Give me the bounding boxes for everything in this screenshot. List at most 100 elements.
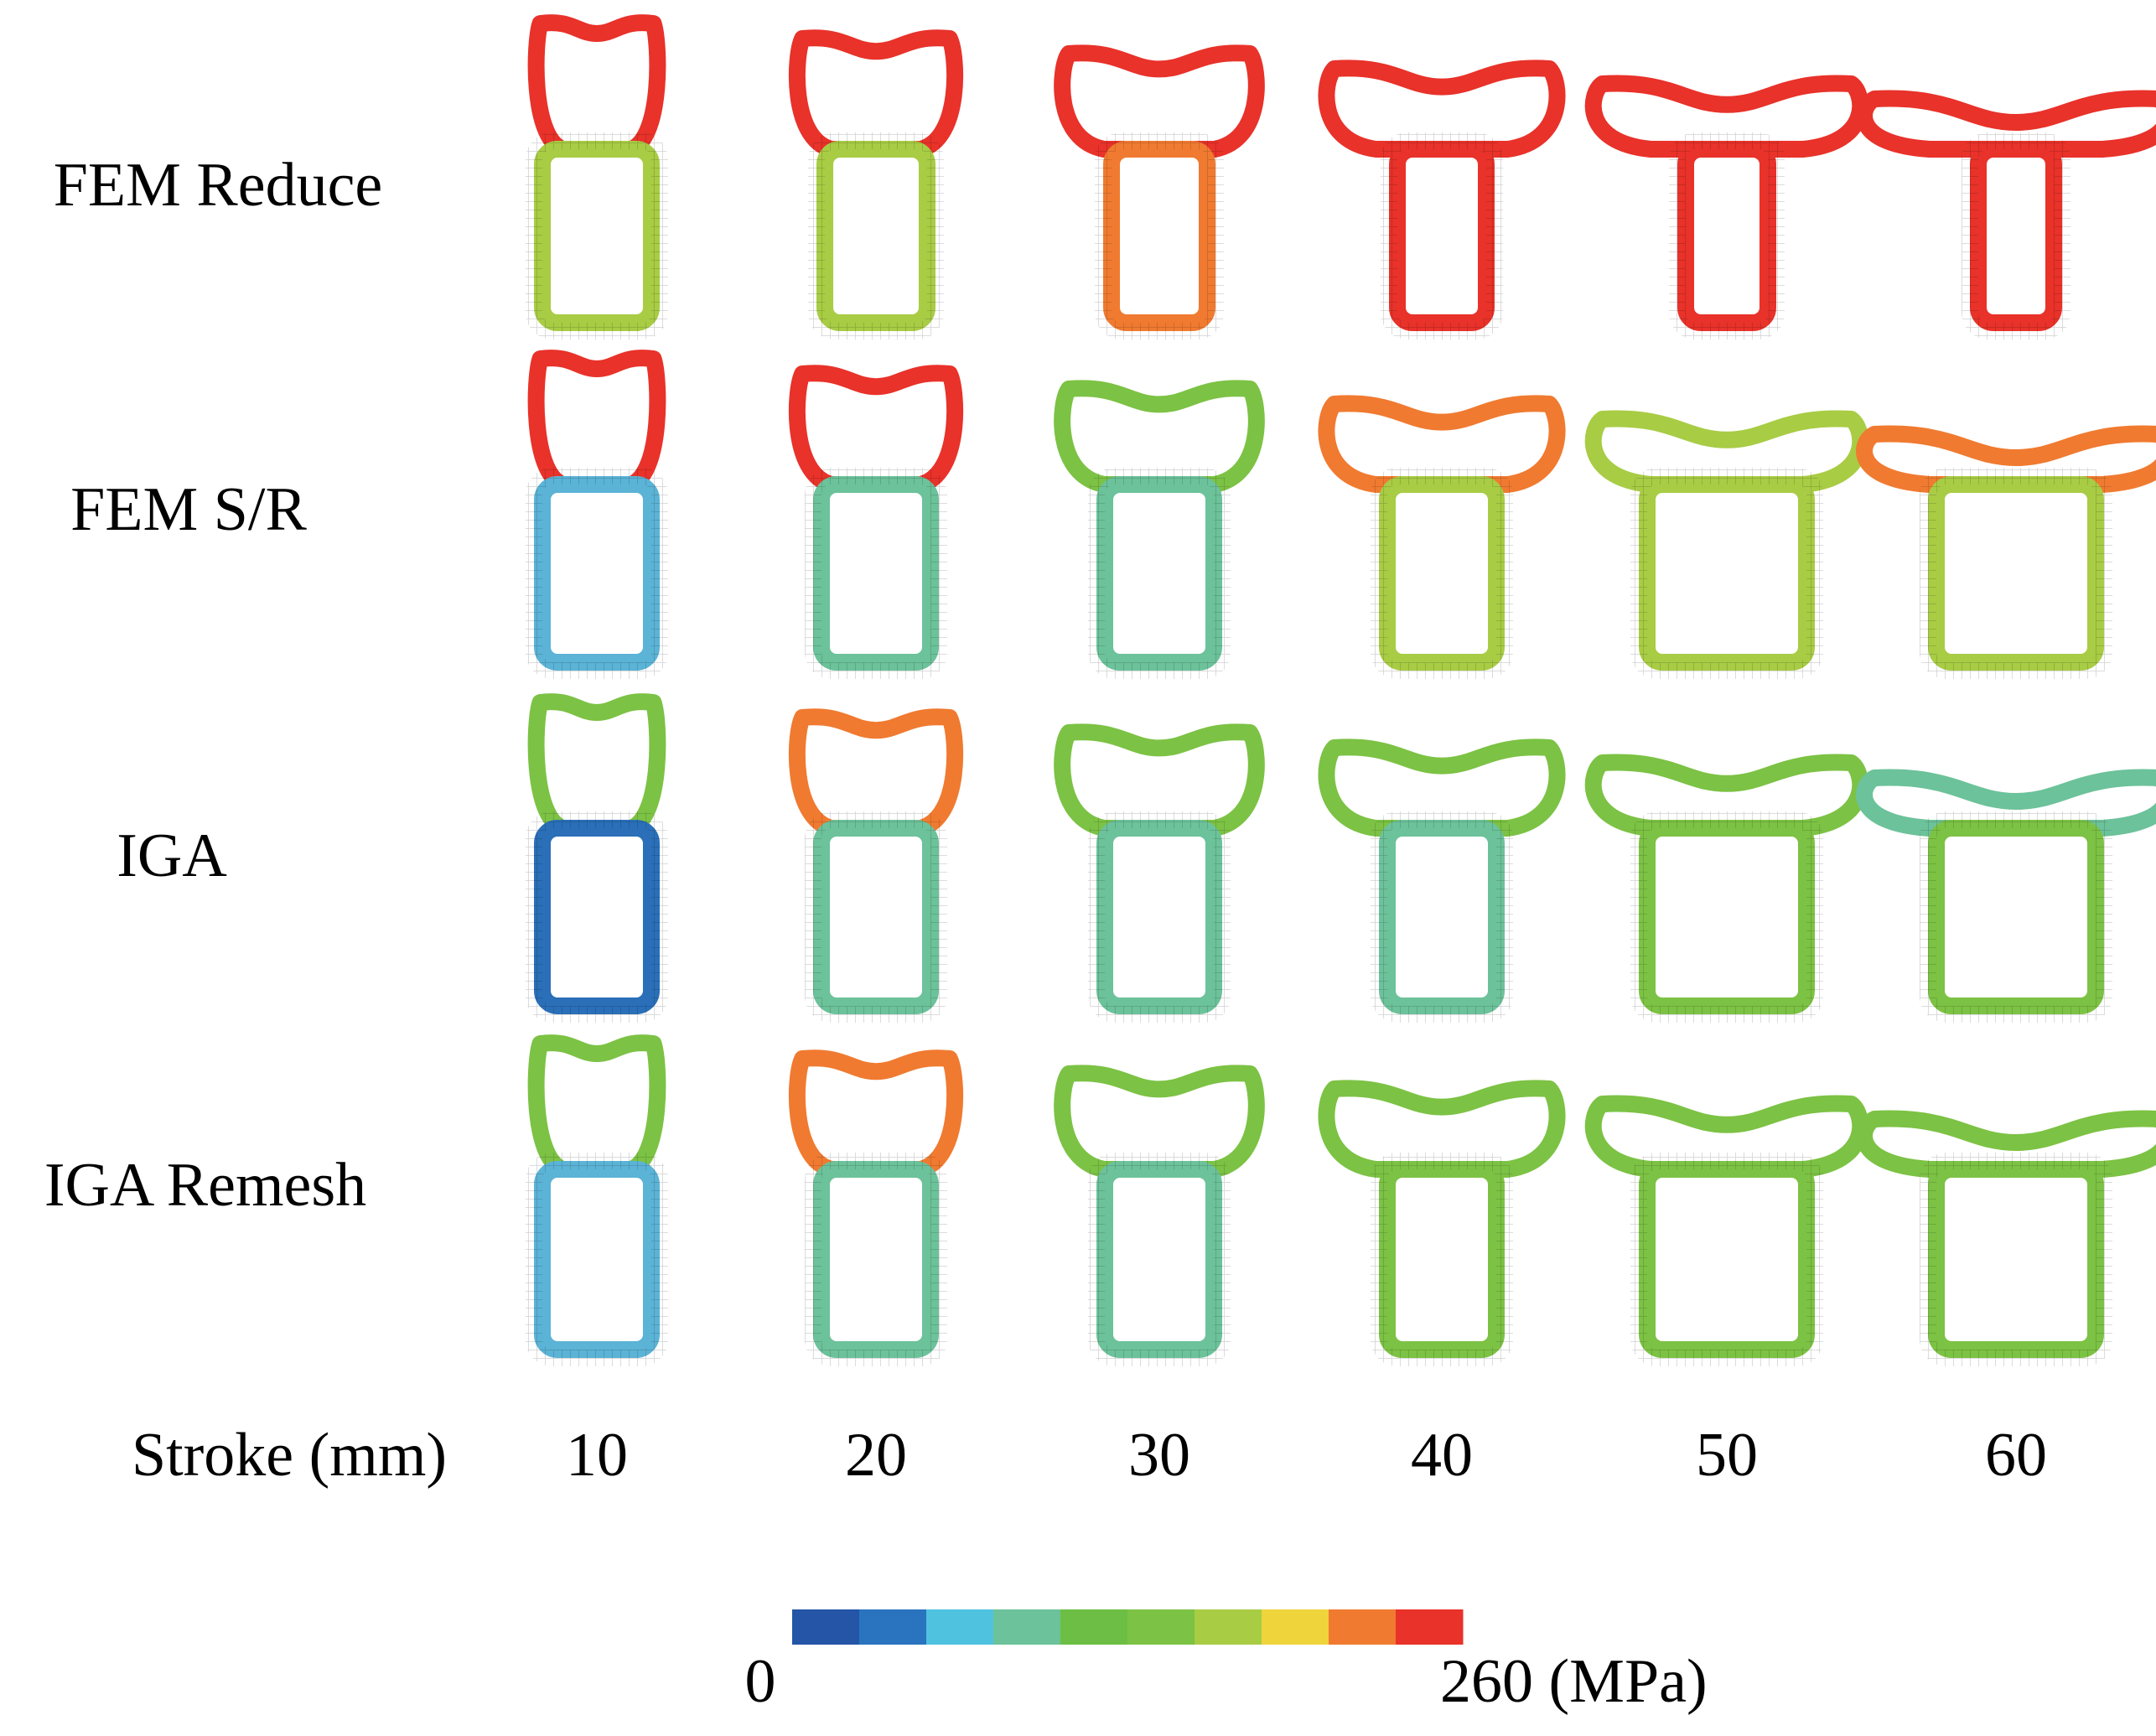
stroke-value-40: 40 <box>1411 1421 1473 1490</box>
row-label-iga-remesh: IGA Remesh <box>44 1151 366 1220</box>
profile-upper-loop-4-4 <box>1318 1080 1566 1178</box>
profile-mesh-4-2 <box>805 1153 947 1366</box>
profile-2-3 <box>1054 380 1265 679</box>
profile-lower-box-1-5 <box>1677 141 1776 331</box>
profile-upper-loop-3-4 <box>1318 738 1566 837</box>
profile-3-4 <box>1318 738 1566 1023</box>
profile-mesh-3-6 <box>1920 811 2112 1023</box>
profile-lower-box-3-5 <box>1639 820 1815 1014</box>
profile-2-2 <box>788 365 964 679</box>
profile-1-2 <box>788 29 964 339</box>
profile-upper-loop-2-3 <box>1054 380 1265 493</box>
profile-mesh-2-2 <box>805 468 947 679</box>
profile-2-6 <box>1856 425 2156 679</box>
profile-lower-box-3-4 <box>1379 820 1505 1014</box>
colorbar-segment-9 <box>1329 1609 1397 1645</box>
profile-mesh-2-3 <box>1088 468 1231 679</box>
profile-mesh-3-3 <box>1088 811 1231 1023</box>
profile-upper-loop-4-6 <box>1856 1110 2156 1178</box>
profile-mesh-3-2 <box>805 811 947 1023</box>
stroke-value-30: 30 <box>1128 1421 1190 1490</box>
stroke-axis-label: Stroke (mm) <box>132 1421 447 1490</box>
profile-lower-box-4-1 <box>534 1161 660 1358</box>
profile-lower-box-1-4 <box>1389 141 1495 331</box>
stroke-value-10: 10 <box>566 1421 628 1490</box>
profile-upper-loop-1-3 <box>1054 44 1265 158</box>
profile-upper-loop-3-1 <box>527 693 666 837</box>
colorbar-segment-5 <box>1060 1609 1128 1645</box>
profile-upper-loop-4-2 <box>788 1049 964 1178</box>
profile-4-4 <box>1318 1080 1566 1366</box>
profile-upper-loop-1-1 <box>527 14 666 158</box>
profile-2-1 <box>526 350 668 679</box>
row-label-fem-sr: FEM S/R <box>70 475 307 544</box>
profile-lower-box-3-1 <box>534 820 660 1014</box>
profile-4-3 <box>1054 1065 1265 1366</box>
profile-lower-box-2-2 <box>813 476 939 671</box>
profile-mesh-2-6 <box>1920 468 2112 679</box>
profile-1-5 <box>1584 75 1869 339</box>
profile-mesh-4-1 <box>526 1153 668 1366</box>
colorbar-segment-7 <box>1195 1609 1262 1645</box>
profile-mesh-4-6 <box>1920 1153 2112 1366</box>
profile-3-2 <box>788 708 964 1023</box>
colorbar-min-label: 0 <box>745 1647 776 1716</box>
profile-lower-box-4-4 <box>1379 1161 1505 1358</box>
profile-mesh-4-4 <box>1371 1153 1513 1366</box>
profile-4-6 <box>1856 1110 2156 1366</box>
colorbar-max-label: 260 (MPa) <box>1440 1647 1708 1716</box>
profile-lower-box-2-5 <box>1639 476 1815 671</box>
profile-mesh-1-2 <box>808 132 944 339</box>
profile-4-5 <box>1584 1095 1869 1366</box>
profile-lower-box-2-3 <box>1096 476 1222 671</box>
profile-3-1 <box>526 693 668 1023</box>
profile-mesh-2-5 <box>1630 468 1823 679</box>
profile-upper-loop-3-3 <box>1054 723 1265 837</box>
stroke-value-20: 20 <box>845 1421 907 1490</box>
profile-upper-loop-2-1 <box>527 350 666 493</box>
profile-upper-loop-2-2 <box>788 365 964 493</box>
profile-3-5 <box>1584 754 1869 1023</box>
profile-lower-box-3-3 <box>1096 820 1222 1014</box>
profile-upper-loop-3-2 <box>788 708 964 837</box>
profile-lower-box-4-2 <box>813 1161 939 1358</box>
profile-upper-loop-2-6 <box>1856 425 2156 493</box>
profile-lower-box-1-6 <box>1970 141 2062 331</box>
profile-mesh-1-4 <box>1381 132 1503 339</box>
profile-1-3 <box>1054 44 1265 339</box>
row-label-iga: IGA <box>117 821 227 890</box>
profile-lower-box-4-5 <box>1639 1161 1815 1358</box>
profile-upper-loop-1-6 <box>1856 90 2156 158</box>
colorbar-segment-2 <box>859 1609 927 1645</box>
profile-lower-box-1-1 <box>534 141 660 331</box>
profile-mesh-1-6 <box>1962 132 2070 339</box>
profile-lower-box-2-4 <box>1379 476 1505 671</box>
profile-mesh-2-1 <box>526 468 668 679</box>
profile-upper-loop-3-6 <box>1856 769 2156 837</box>
stress-colorbar <box>792 1609 1464 1645</box>
profile-lower-box-2-1 <box>534 476 660 671</box>
row-label-fem-reduce: FEM Reduce <box>54 151 383 220</box>
profile-mesh-3-5 <box>1630 811 1823 1023</box>
colorbar-segment-3 <box>926 1609 994 1645</box>
profile-upper-loop-1-4 <box>1318 60 1566 158</box>
profile-lower-box-4-6 <box>1928 1161 2104 1358</box>
colorbar-segment-1 <box>792 1609 860 1645</box>
profile-3-3 <box>1054 723 1265 1023</box>
stroke-value-50: 50 <box>1696 1421 1758 1490</box>
profile-lower-box-3-6 <box>1928 820 2104 1014</box>
profile-lower-box-3-2 <box>813 820 939 1014</box>
profile-mesh-1-5 <box>1669 132 1785 339</box>
profile-mesh-1-1 <box>526 132 668 339</box>
profile-mesh-4-3 <box>1088 1153 1231 1366</box>
profile-1-4 <box>1318 60 1566 339</box>
profile-upper-loop-2-4 <box>1318 395 1566 493</box>
profile-4-2 <box>788 1049 964 1366</box>
profile-1-6 <box>1856 90 2156 339</box>
colorbar-segment-8 <box>1262 1609 1329 1645</box>
profile-lower-box-4-3 <box>1096 1161 1222 1358</box>
profile-mesh-4-5 <box>1630 1153 1823 1366</box>
profile-mesh-2-4 <box>1371 468 1513 679</box>
profile-4-1 <box>526 1034 668 1366</box>
